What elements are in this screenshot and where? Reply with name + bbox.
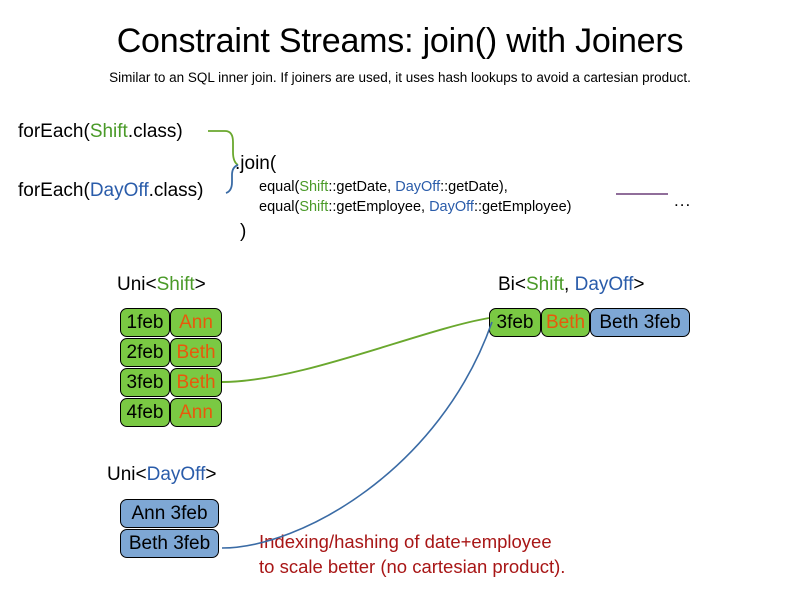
table-row: 1feb Ann (120, 308, 222, 337)
label-uni-dayoff: Uni<DayOff> (107, 464, 217, 486)
foreach-dayoff-suffix: .class) (148, 180, 204, 201)
label-bi-sep: , (564, 274, 575, 295)
label-bi-suffix: > (633, 274, 645, 295)
uni-dayoff-fact-list: Ann 3feb Beth 3feb (120, 499, 219, 558)
foreach-shift-suffix: .class) (127, 121, 183, 142)
table-row: 4feb Ann (120, 398, 222, 427)
label-uni-dayoff-type: DayOff (146, 464, 206, 485)
label-bi-type-b: DayOff (574, 274, 634, 295)
dayoff-cell: Beth 3feb (120, 529, 219, 558)
bi-dayoff-cell: Beth 3feb (590, 308, 690, 337)
table-row: 3feb Beth (120, 368, 222, 397)
list-item: Beth 3feb (120, 529, 219, 558)
join-arg-0-left-type: Shift (299, 179, 329, 195)
annotation-line-2: to scale better (no cartesian product). (259, 555, 566, 577)
join-arg-1-right-method: ::getEmployee) (473, 199, 572, 215)
label-uni-dayoff-suffix: > (205, 464, 217, 485)
bi-shift-employee-cell: Beth (541, 308, 590, 337)
join-arg-0-prefix: equal( (259, 179, 300, 195)
label-bi-type-a: Shift (526, 274, 565, 295)
flow-line-shift-to-bi (221, 317, 490, 383)
shift-employee-cell: Ann (170, 398, 222, 427)
code-join-close: ) (240, 221, 247, 242)
foreach-shift-prefix: forEach( (18, 121, 90, 142)
foreach-dayoff-prefix: forEach( (18, 180, 90, 201)
annotation-text: Indexing/hashing of date+employee to sca… (259, 530, 565, 580)
join-arg-0-left-method: ::getDate, (328, 179, 396, 195)
code-join-open: .join( (235, 153, 277, 174)
join-arg-1-left-method: ::getEmployee, (328, 199, 430, 215)
join-arg-0-right-method: ::getDate), (440, 179, 508, 195)
flow-line-dayoff-to-bi (221, 321, 493, 549)
bi-fact-row: 3feb Beth Beth 3feb (489, 308, 690, 337)
shift-employee-cell: Ann (170, 308, 222, 337)
dayoff-cell: Ann 3feb (120, 499, 219, 528)
join-arg-0-right-type: DayOff (395, 179, 441, 195)
label-uni-shift-prefix: Uni< (117, 274, 157, 295)
shift-date-cell: 4feb (120, 398, 170, 427)
brace-arm-shift (208, 130, 239, 166)
join-arg-1-left-type: Shift (299, 199, 329, 215)
foreach-dayoff-type: DayOff (89, 180, 149, 201)
code-foreach-dayoff: forEach(DayOff.class) (18, 180, 204, 202)
bi-shift-date-cell: 3feb (489, 308, 541, 337)
code-foreach-shift: forEach(Shift.class) (18, 121, 183, 143)
foreach-shift-type: Shift (89, 121, 128, 142)
annotation-line-1: Indexing/hashing of date+employee (259, 531, 552, 552)
code-join-arg-date: equal(Shift::getDate, DayOff::getDate), (259, 179, 508, 195)
shift-date-cell: 3feb (120, 368, 170, 397)
page-subtitle: Similar to an SQL inner join. If joiners… (109, 70, 691, 85)
shift-employee-cell: Beth (170, 338, 222, 367)
label-uni-shift-suffix: > (194, 274, 206, 295)
list-item: Ann 3feb (120, 499, 219, 528)
label-bi-stream: Bi<Shift, DayOff> (498, 274, 644, 296)
label-bi-prefix: Bi< (498, 274, 526, 295)
code-join-arg-employee: equal(Shift::getEmployee, DayOff::getEmp… (259, 199, 571, 215)
shift-date-cell: 1feb (120, 308, 170, 337)
code-ellipsis: ... (674, 191, 692, 210)
label-uni-shift-type: Shift (156, 274, 195, 295)
join-arg-1-right-type: DayOff (429, 199, 474, 215)
page-title: Constraint Streams: join() with Joiners (116, 22, 684, 60)
label-uni-dayoff-prefix: Uni< (107, 464, 147, 485)
join-arg-1-prefix: equal( (259, 199, 300, 215)
shift-date-cell: 2feb (120, 338, 170, 367)
table-row: 2feb Beth (120, 338, 222, 367)
label-uni-shift: Uni<Shift> (117, 274, 206, 296)
shift-employee-cell: Beth (170, 368, 222, 397)
uni-shift-fact-list: 1feb Ann 2feb Beth 3feb Beth 4feb Ann (120, 308, 222, 427)
